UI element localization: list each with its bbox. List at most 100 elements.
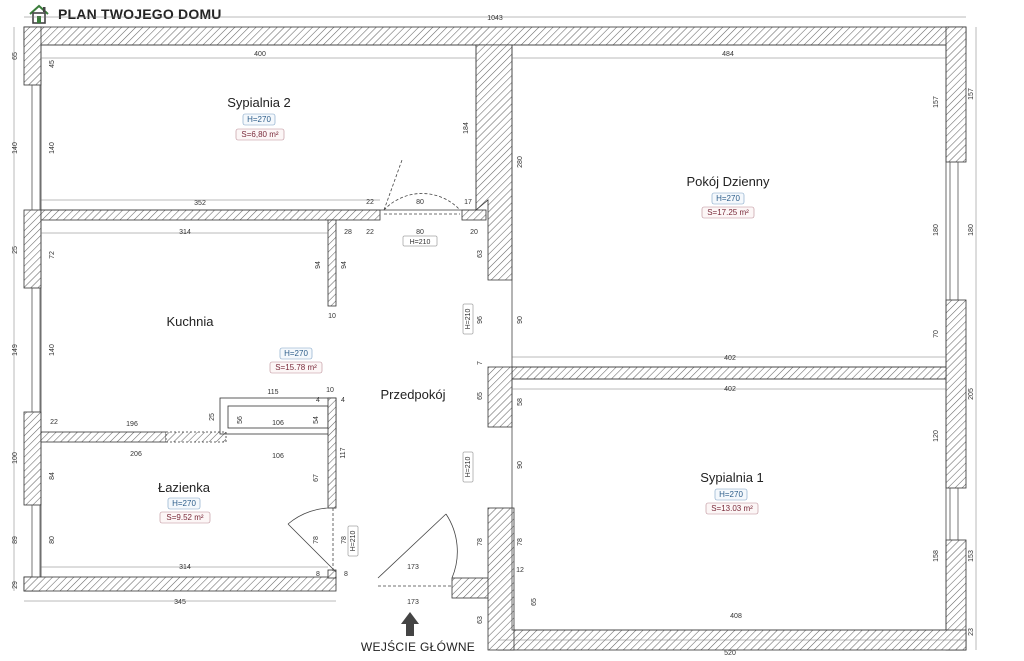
entrance-arrow-icon	[401, 612, 419, 636]
door-entry	[377, 513, 458, 579]
dim-pd-width: 484	[722, 51, 734, 58]
header: PLAN TWOJEGO DOMU	[28, 3, 222, 25]
dim-ext-23: 23	[968, 628, 975, 636]
dim-b22: 22	[50, 419, 58, 426]
door-tags: H=210 H=210 H=210 H=210	[347, 235, 474, 557]
door-tag-pd: H=210	[465, 308, 472, 329]
dim-s2-right: 184	[463, 122, 470, 134]
dim-left-45: 45	[49, 60, 56, 68]
door-s2	[383, 159, 461, 211]
dim-hall-280: 280	[517, 156, 524, 168]
wall-kitchen-stub	[327, 219, 337, 307]
house-icon	[29, 4, 49, 24]
dim-ext-180: 180	[968, 224, 975, 236]
dim-k-stub-b: 94	[341, 261, 348, 269]
dim-pd-r70: 70	[933, 330, 940, 338]
window-s1	[949, 487, 959, 541]
wall-bath-top-b	[165, 431, 227, 443]
dim-e65: 65	[531, 598, 538, 606]
dim-s2-bottom: 352	[194, 200, 206, 207]
dim-top-total: 1043	[487, 15, 503, 22]
dim-left-140b: 140	[49, 142, 56, 154]
tag-h-kuchnia: H=270	[284, 349, 308, 358]
tag-h-pokoj-dzienny: H=270	[716, 194, 740, 203]
dim-hall-96: 96	[477, 316, 484, 324]
dim-ext-153: 153	[968, 550, 975, 562]
dim-k-jamb-b: 22	[366, 229, 374, 236]
window-s2	[31, 84, 41, 211]
dim-e78b: 78	[517, 538, 524, 546]
doors	[287, 159, 461, 587]
door-tag-kitchen: H=210	[410, 239, 431, 246]
dim-h90: 90	[517, 461, 524, 469]
dim-left-100: 100	[12, 452, 19, 464]
dim-b106a: 106	[272, 420, 284, 427]
dim-l8a: 8	[316, 571, 320, 578]
dim-left-84: 84	[49, 472, 56, 480]
tag-s-kuchnia: S=15.78 m²	[275, 363, 317, 372]
window-bath	[31, 504, 41, 578]
room-labels: Sypialnia 2 Pokój Dzienny Kuchnia Przedp…	[158, 95, 770, 495]
dim-k-stub-w: 10	[328, 313, 336, 320]
tag-h-sypialnia-2: H=270	[247, 115, 271, 124]
dim-l67: 67	[313, 474, 320, 482]
dim-e78a: 78	[477, 538, 484, 546]
dim-hall-63: 63	[477, 250, 484, 258]
tag-h-lazienka: H=270	[172, 499, 196, 508]
tag-sypialnia-2: H=270 S=6,80 m²	[235, 113, 285, 141]
room-name-pokoj-dzienny: Pokój Dzienny	[686, 174, 770, 189]
wall-entry-right-v	[487, 507, 515, 651]
dim-s1-120: 120	[933, 430, 940, 442]
dim-b4b: 4	[341, 397, 345, 404]
entrance-label: WEJŚCIE GŁÓWNE	[361, 639, 475, 654]
dim-ext-205: 205	[968, 388, 975, 400]
wall-left-upper	[23, 26, 42, 86]
dim-b115: 115	[267, 389, 278, 396]
dim-left-89: 89	[12, 536, 19, 544]
dim-bot-520: 520	[724, 650, 736, 657]
dim-d173b: 173	[407, 599, 419, 606]
dim-h58: 58	[517, 398, 524, 406]
dim-k-door: 80	[416, 229, 424, 236]
room-name-sypialnia-2: Sypialnia 2	[227, 95, 291, 110]
plan-title: PLAN TWOJEGO DOMU	[58, 6, 222, 22]
room-tags: H=270 S=6,80 m² H=270 S=17.25 m² H=270 S…	[159, 113, 759, 524]
wall-s2-bottom	[40, 209, 381, 221]
dim-s1-158: 158	[933, 550, 940, 562]
wall-diagonal	[475, 44, 513, 281]
wall-bath-right	[327, 397, 337, 509]
wall-right-a	[945, 26, 967, 163]
dim-pd-90: 90	[517, 316, 524, 324]
dim-s1-408: 408	[730, 613, 742, 620]
dim-b196: 196	[126, 421, 138, 428]
dim-d173a: 173	[407, 564, 419, 571]
dim-b117: 117	[340, 447, 347, 458]
room-name-kuchnia: Kuchnia	[167, 314, 215, 329]
tag-s-lazienka: S=9.52 m²	[166, 513, 203, 522]
dim-left-65: 65	[12, 52, 19, 60]
dim-b56a: 56	[237, 416, 244, 424]
room-name-lazienka: Łazienka	[158, 480, 211, 495]
dim-k-jamb-a: 28	[344, 229, 352, 236]
tag-sypialnia-1: H=270 S=13.03 m²	[705, 488, 759, 515]
window-kitchen	[31, 287, 41, 413]
dim-s2-jamb-r: 17	[464, 199, 472, 206]
door-tag-bath: H=210	[350, 530, 357, 551]
wall-bath-right-b	[327, 569, 337, 579]
tag-kuchnia: H=270 S=15.78 m²	[269, 347, 323, 374]
dim-l314: 314	[179, 564, 191, 571]
room-outlines	[40, 44, 947, 631]
dimension-lines	[13, 16, 977, 650]
dim-e12: 12	[516, 567, 524, 574]
dim-k-stub-a: 94	[315, 261, 322, 269]
dim-b106b: 106	[272, 453, 284, 460]
tag-s-pokoj-dzienny: S=17.25 m²	[707, 208, 749, 217]
dim-b4a: 4	[316, 397, 320, 404]
wall-top	[23, 26, 967, 46]
door-bath	[287, 507, 337, 573]
wall-hall-stub	[487, 366, 513, 428]
wall-right-b	[945, 299, 967, 489]
walls	[23, 26, 967, 651]
tag-s-sypialnia-1: S=13.03 m²	[711, 504, 753, 513]
